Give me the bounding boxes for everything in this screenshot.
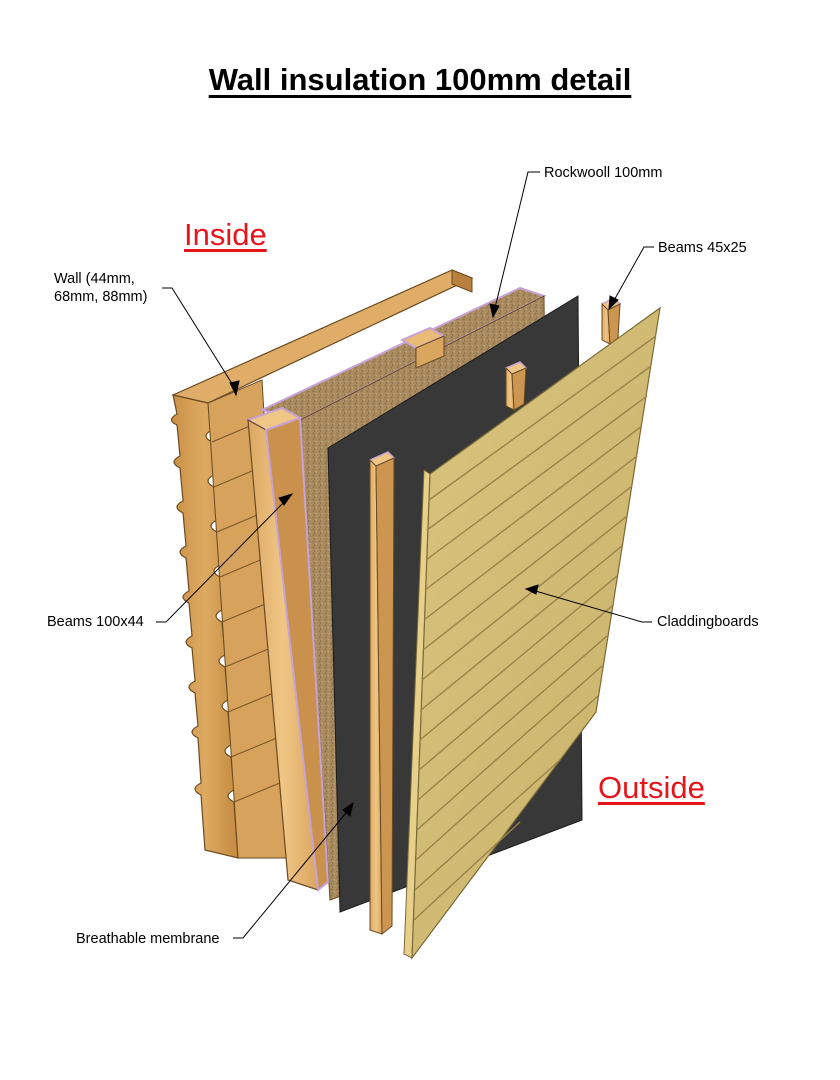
membrane-leader [233,807,351,939]
large-beams-leader [156,497,289,623]
small-beams-leader [611,246,654,305]
small-beams-callout-label: Beams 45x25 [658,240,747,256]
front-beam-large [245,406,330,892]
large-beams-leader-arrowhead [278,493,294,506]
rockwool-leader-arrowhead [489,303,500,319]
back-beam-large [399,326,447,369]
leader-lines [156,171,654,939]
wall-leader-arrowhead [229,380,240,397]
rockwool-callout-label: Rockwooll 100mm [544,165,663,181]
membrane-callout-label: Breathable membrane [76,931,220,947]
small-beam-front [368,451,396,936]
front-beam-side [264,416,330,892]
cladding-leader-arrowhead [524,584,539,595]
log-wall-back-face [451,269,473,293]
cladding-face [411,306,661,960]
membrane-leader-arrowhead [342,801,354,817]
inside-label: Inside [184,217,267,252]
cladding-boards [403,306,661,960]
log-wall-course-lines [211,419,288,803]
outside-label: Outside [598,770,705,805]
large-beams-callout-label: Beams 100x44 [47,614,144,630]
cladding-leader [531,589,652,623]
small-beams-leader-arrowhead [608,295,619,311]
cladding-callout-label: Claddingboards [657,614,759,630]
wall-callout-label: Wall (44mm, 68mm, 88mm) [54,271,148,305]
diagram-title: Wall insulation 100mm detail [208,62,632,97]
cladding-board-joints [413,335,657,921]
small-beam-middle [504,361,528,411]
wall-leader [162,287,237,391]
rockwool-leader [493,171,540,313]
log-wall [170,269,474,859]
